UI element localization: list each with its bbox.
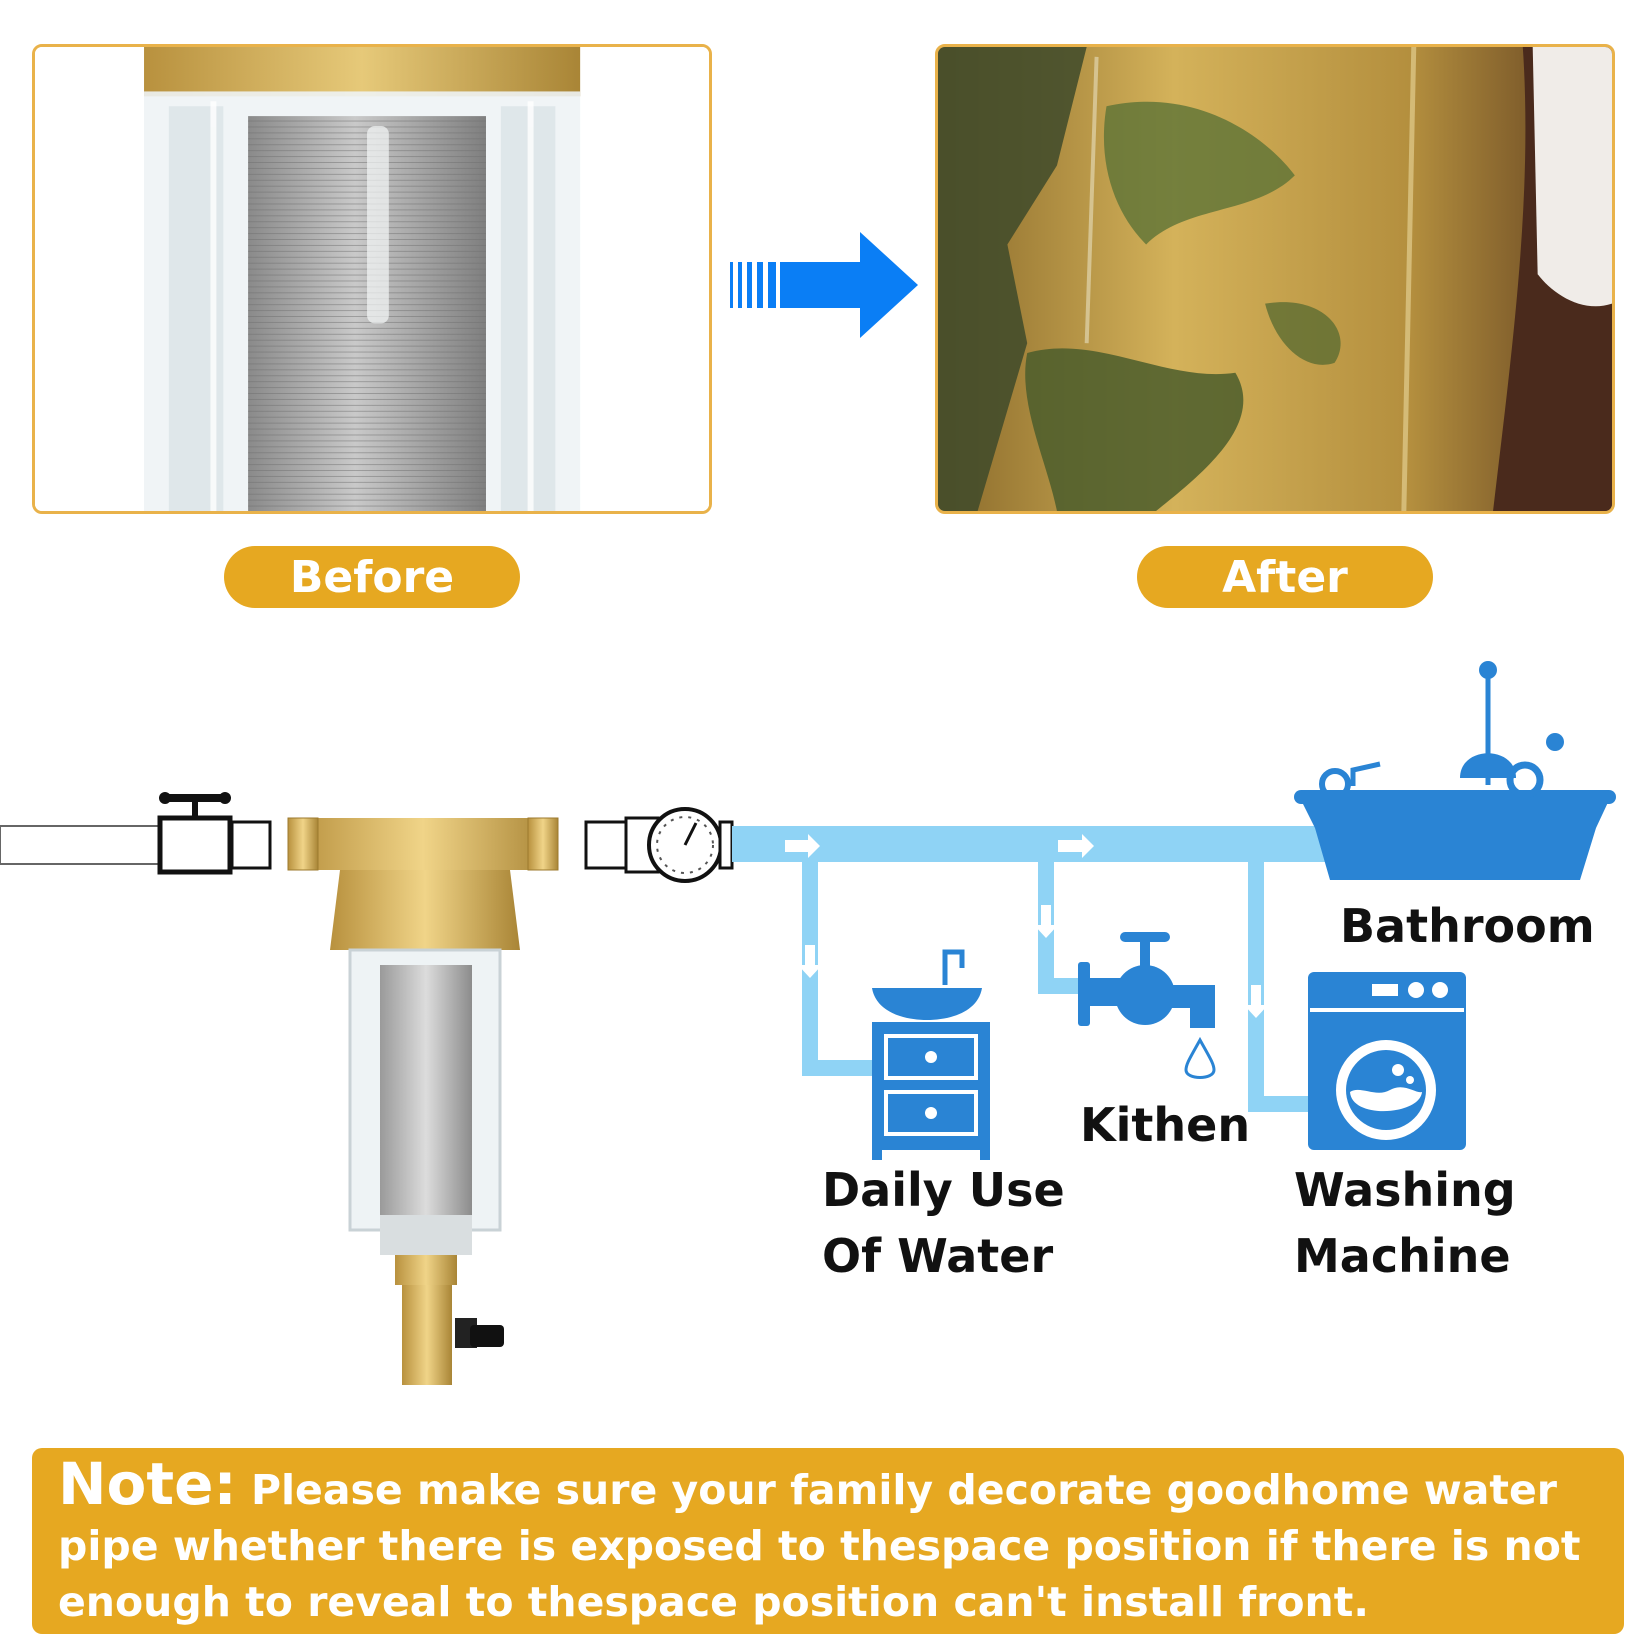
inlet-pipe [0, 825, 163, 865]
installation-diagram [0, 661, 1616, 1385]
after-label: After [1137, 546, 1433, 608]
before-after-arrow-icon [730, 232, 918, 338]
before-label: Before [224, 546, 520, 608]
clean-filter-image [35, 47, 709, 511]
daily-use-label: Daily Use Of Water [822, 1157, 1065, 1289]
shutoff-valve-icon [157, 792, 272, 875]
kitchen-label: Kithen [1080, 1098, 1251, 1152]
daily-use-line2: Of Water [822, 1229, 1054, 1283]
washing-line1: Washing [1294, 1163, 1516, 1217]
kitchen-faucet-icon [1078, 932, 1216, 1079]
dirty-filter-image [938, 47, 1612, 511]
sink-cabinet-icon [872, 949, 990, 1160]
note-title: Note: [58, 1450, 237, 1518]
before-photo [32, 44, 712, 514]
after-photo [935, 44, 1615, 514]
bathroom-label: Bathroom [1340, 899, 1595, 953]
washing-machine-label: Washing Machine [1294, 1157, 1516, 1289]
flow-arrows [785, 834, 1268, 1018]
distribution-pipes [732, 826, 1352, 1112]
daily-use-line1: Daily Use [822, 1163, 1065, 1217]
washing-line2: Machine [1294, 1229, 1511, 1283]
bathtub-icon [1294, 661, 1616, 880]
water-filter-icon [287, 817, 559, 1385]
note-text: Please make sure your family decorate go… [58, 1466, 1581, 1626]
pressure-gauge-icon [584, 807, 734, 883]
washing-machine-icon [1308, 972, 1466, 1150]
note-box: Note: Please make sure your family decor… [32, 1448, 1624, 1634]
